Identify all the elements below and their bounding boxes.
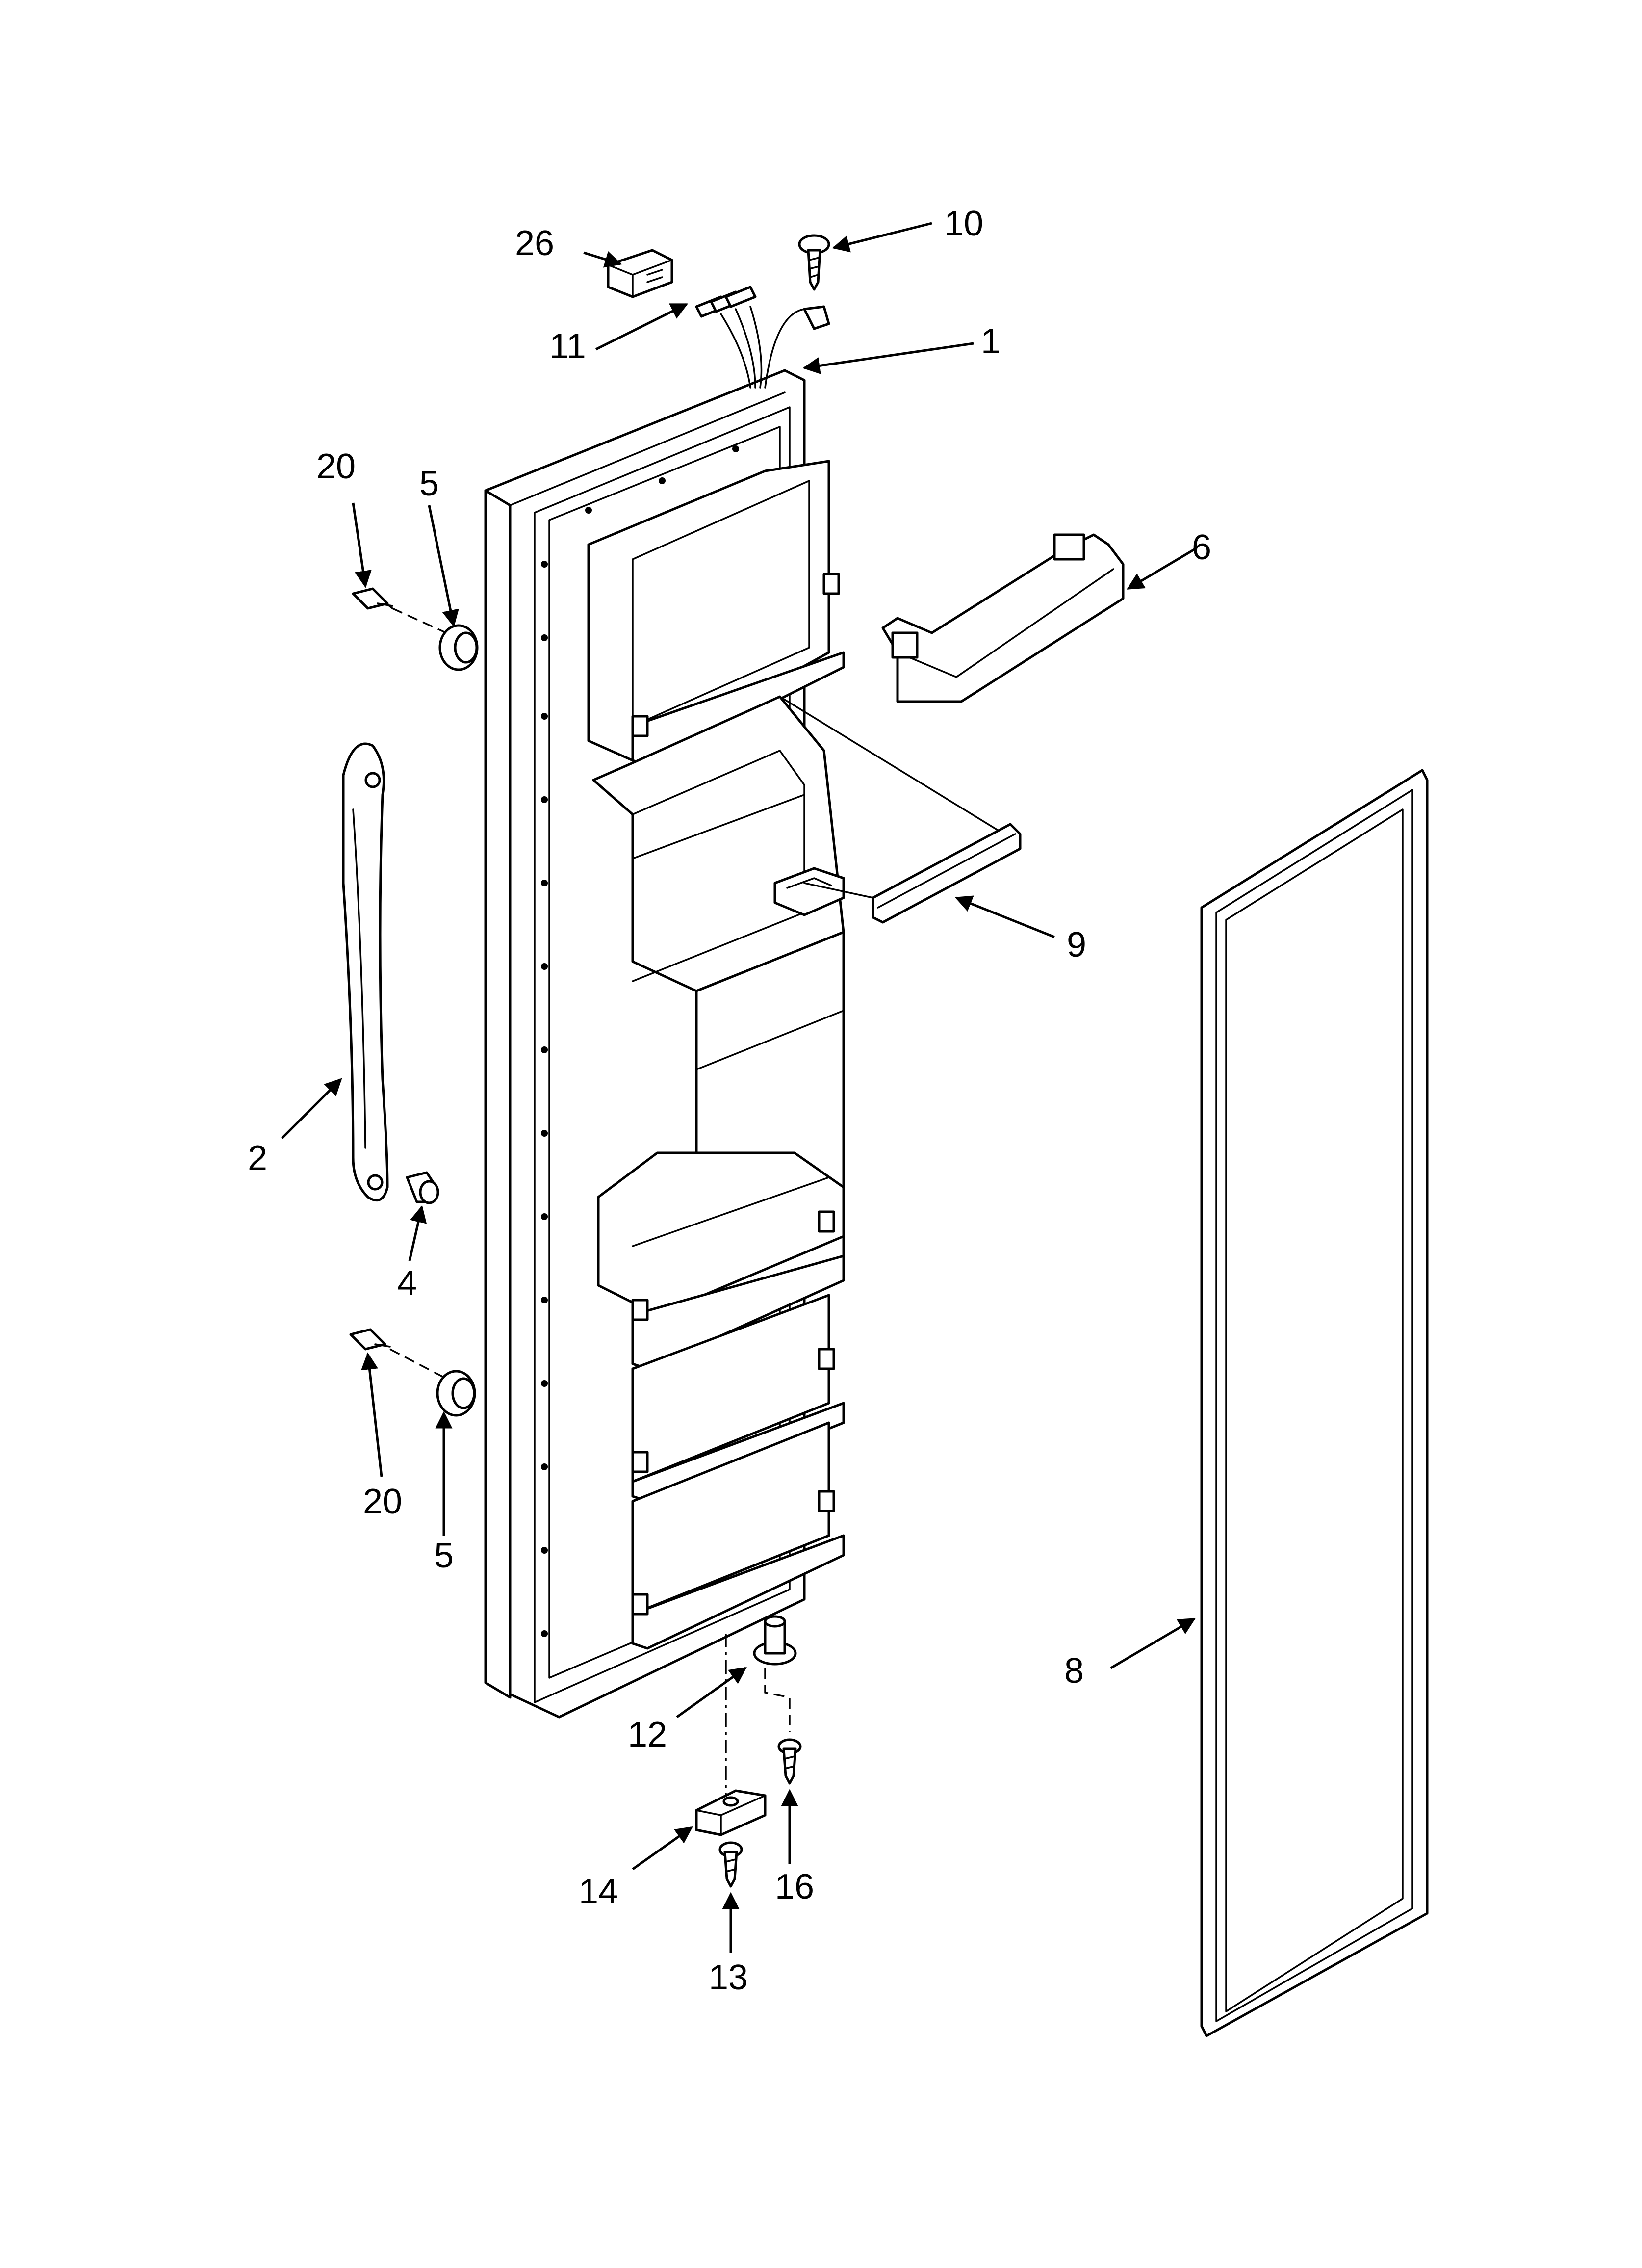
door-handle [342,742,389,1202]
hinge-pin-12 [753,1615,797,1666]
callout-6: 6 [1192,528,1211,567]
callout-5-top: 5 [419,464,439,503]
door-shelf-bin [881,533,1125,703]
callout-9: 9 [1067,925,1086,965]
callout-16: 16 [775,1867,814,1906]
callout-13: 13 [709,1958,748,1997]
callout-20-bottom: 20 [363,1482,402,1521]
bottom-spacer-5 [436,1370,476,1417]
screw-16 [777,1738,802,1785]
callout-5-bottom: 5 [434,1536,454,1575]
callout-14: 14 [579,1872,618,1911]
callout-4: 4 [397,1264,417,1303]
leader-lines [281,222,1196,1953]
flange-screws [541,445,739,1637]
screw-13 [718,1841,743,1888]
callout-labels: 26 10 11 1 20 5 6 9 2 4 20 5 8 12 16 14 … [248,204,1211,1997]
door-liner-assembly [484,369,845,1719]
callout-11: 11 [549,327,586,366]
bottom-screw-20 [349,1328,391,1351]
door-gasket [1200,769,1429,2037]
callout-26: 26 [515,224,554,263]
screw-10 [798,234,830,291]
callout-20-top: 20 [316,447,356,486]
wire-connector-26 [607,249,673,298]
callout-8: 8 [1064,1651,1084,1691]
callout-12: 12 [628,1715,667,1754]
wire-harness-11 [695,286,830,389]
handle-screw-4 [406,1171,439,1204]
top-screw-20 [352,587,393,610]
callout-10: 10 [944,204,983,243]
shelf-rail [872,823,1022,924]
callout-1: 1 [981,322,1001,361]
top-spacer-5 [438,624,479,671]
hinge-block-14 [695,1789,767,1836]
callout-2: 2 [248,1139,267,1178]
